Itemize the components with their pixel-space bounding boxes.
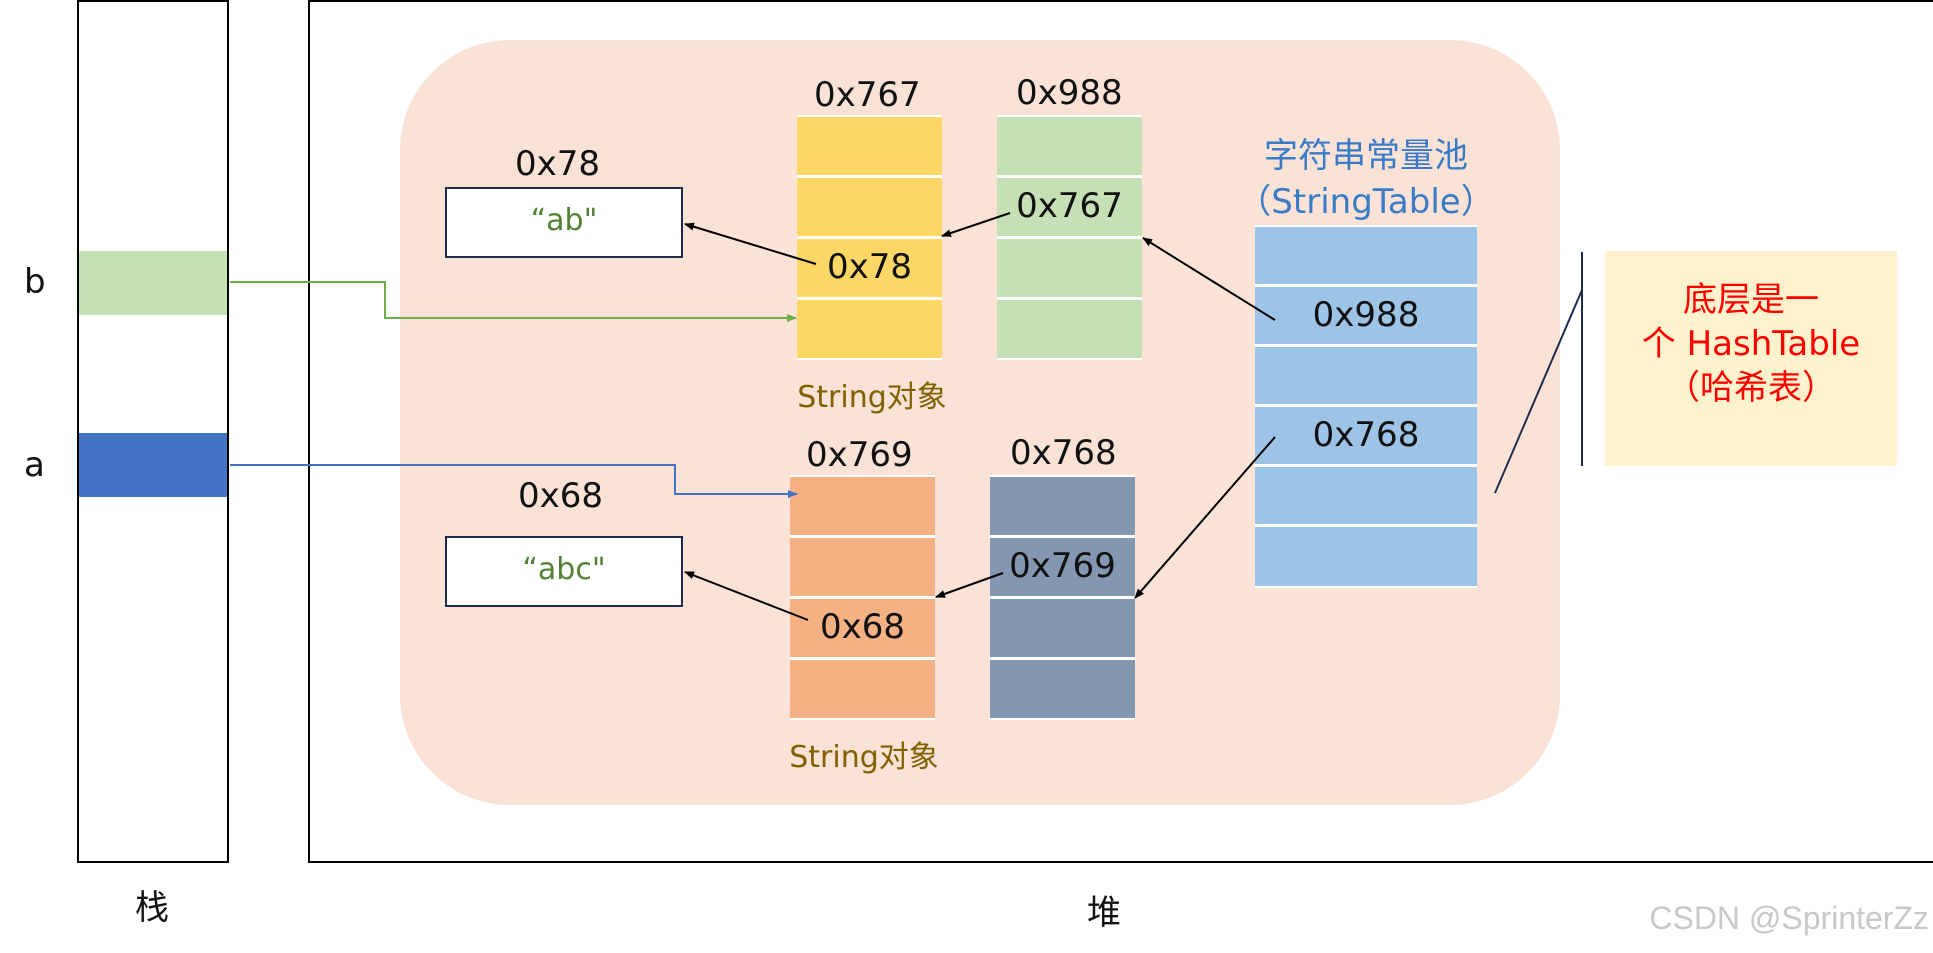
string-object-top-cell-4 [797,300,942,358]
string-pool-table[interactable]: 0x988 0x768 [1255,225,1477,588]
string-object-bottom-caption: String对象 [789,740,939,775]
arrow-obj-to-abc [684,571,809,621]
string-object-top-cell-3: 0x78 [797,239,942,297]
arrow-pool-to-arr-bottom [1134,436,1276,599]
char-array-top[interactable]: 0x767 [997,115,1142,360]
char-array-bottom-addr: 0x768 [1010,433,1117,473]
string-object-bottom-cell-4 [790,660,935,718]
pool-cell-2: 0x988 [1255,287,1477,344]
string-object-bottom-cell-1 [790,477,935,535]
char-array-top-value: 0x767 [1016,186,1123,226]
char-array-bottom-cell-1 [990,477,1135,535]
string-ab-box[interactable]: “ab" [445,187,683,258]
char-array-top-cell-4 [997,300,1142,358]
note-line-2: 个 HashTable [1641,324,1861,364]
string-object-top-cell-1 [797,117,942,175]
string-object-bottom-value: 0x68 [819,607,906,647]
string-ab-value: “ab" [530,203,598,238]
string-abc-addr: 0x68 [518,476,604,516]
pool-cell-1 [1255,227,1477,284]
var-b-label: b [24,262,46,302]
pool-cell-4: 0x768 [1255,407,1477,464]
stack-slot-a[interactable] [79,433,227,497]
pool-title: 字符串常量池 [1264,136,1468,176]
string-abc-box[interactable]: “abc" [445,536,683,607]
char-array-bottom-cell-4 [990,660,1135,718]
pool-entry-2: 0x768 [1312,415,1420,455]
string-object-top-value: 0x78 [826,247,913,287]
heap-label: 堆 [1087,893,1121,933]
string-object-bottom-addr: 0x769 [806,435,913,475]
pointer-b [230,281,797,322]
arrow-arr-to-obj-bottom [935,572,1004,598]
string-object-bottom[interactable]: 0x68 [790,475,935,720]
arrow-pool-to-arr-top [1142,237,1276,321]
string-object-top-addr: 0x767 [814,75,921,115]
string-ab-addr: 0x78 [515,144,601,184]
char-array-bottom[interactable]: 0x769 [990,475,1135,720]
string-abc-value: “abc" [522,552,606,587]
char-array-top-cell-1 [997,117,1142,175]
char-array-top-cell-3 [997,239,1142,297]
callout-leader [1494,289,1583,494]
pool-cell-6 [1255,527,1477,586]
hashtable-note [1605,251,1897,466]
string-object-top[interactable]: 0x78 [797,115,942,360]
pool-entry-1: 0x988 [1312,295,1420,335]
string-object-bottom-cell-3: 0x68 [790,599,935,657]
pointer-a [230,464,798,498]
note-line-3: （哈希表） [1666,368,1836,408]
char-array-bottom-cell-2: 0x769 [990,538,1135,596]
string-object-top-cell-2 [797,178,942,236]
heap-frame [308,0,1933,863]
pool-subtitle: （StringTable） [1237,182,1495,222]
arrow-obj-to-ab [684,222,817,265]
watermark: CSDN @SprinterZz [1649,900,1929,936]
note-line-1: 底层是一 [1683,280,1819,320]
stack-frame [77,0,229,863]
char-array-top-addr: 0x988 [1016,73,1123,113]
string-object-top-caption: String对象 [797,380,947,415]
char-array-bottom-value: 0x769 [1009,546,1116,586]
var-a-label: a [24,445,45,485]
char-array-bottom-cell-3 [990,599,1135,657]
string-object-bottom-cell-2 [790,538,935,596]
stack-slot-b[interactable] [79,251,227,315]
pool-cell-3 [1255,347,1477,404]
arrow-arr-to-obj-top [941,212,1011,237]
char-array-top-cell-2: 0x767 [997,178,1142,236]
stack-label: 栈 [135,888,169,928]
pool-cell-5 [1255,467,1477,524]
